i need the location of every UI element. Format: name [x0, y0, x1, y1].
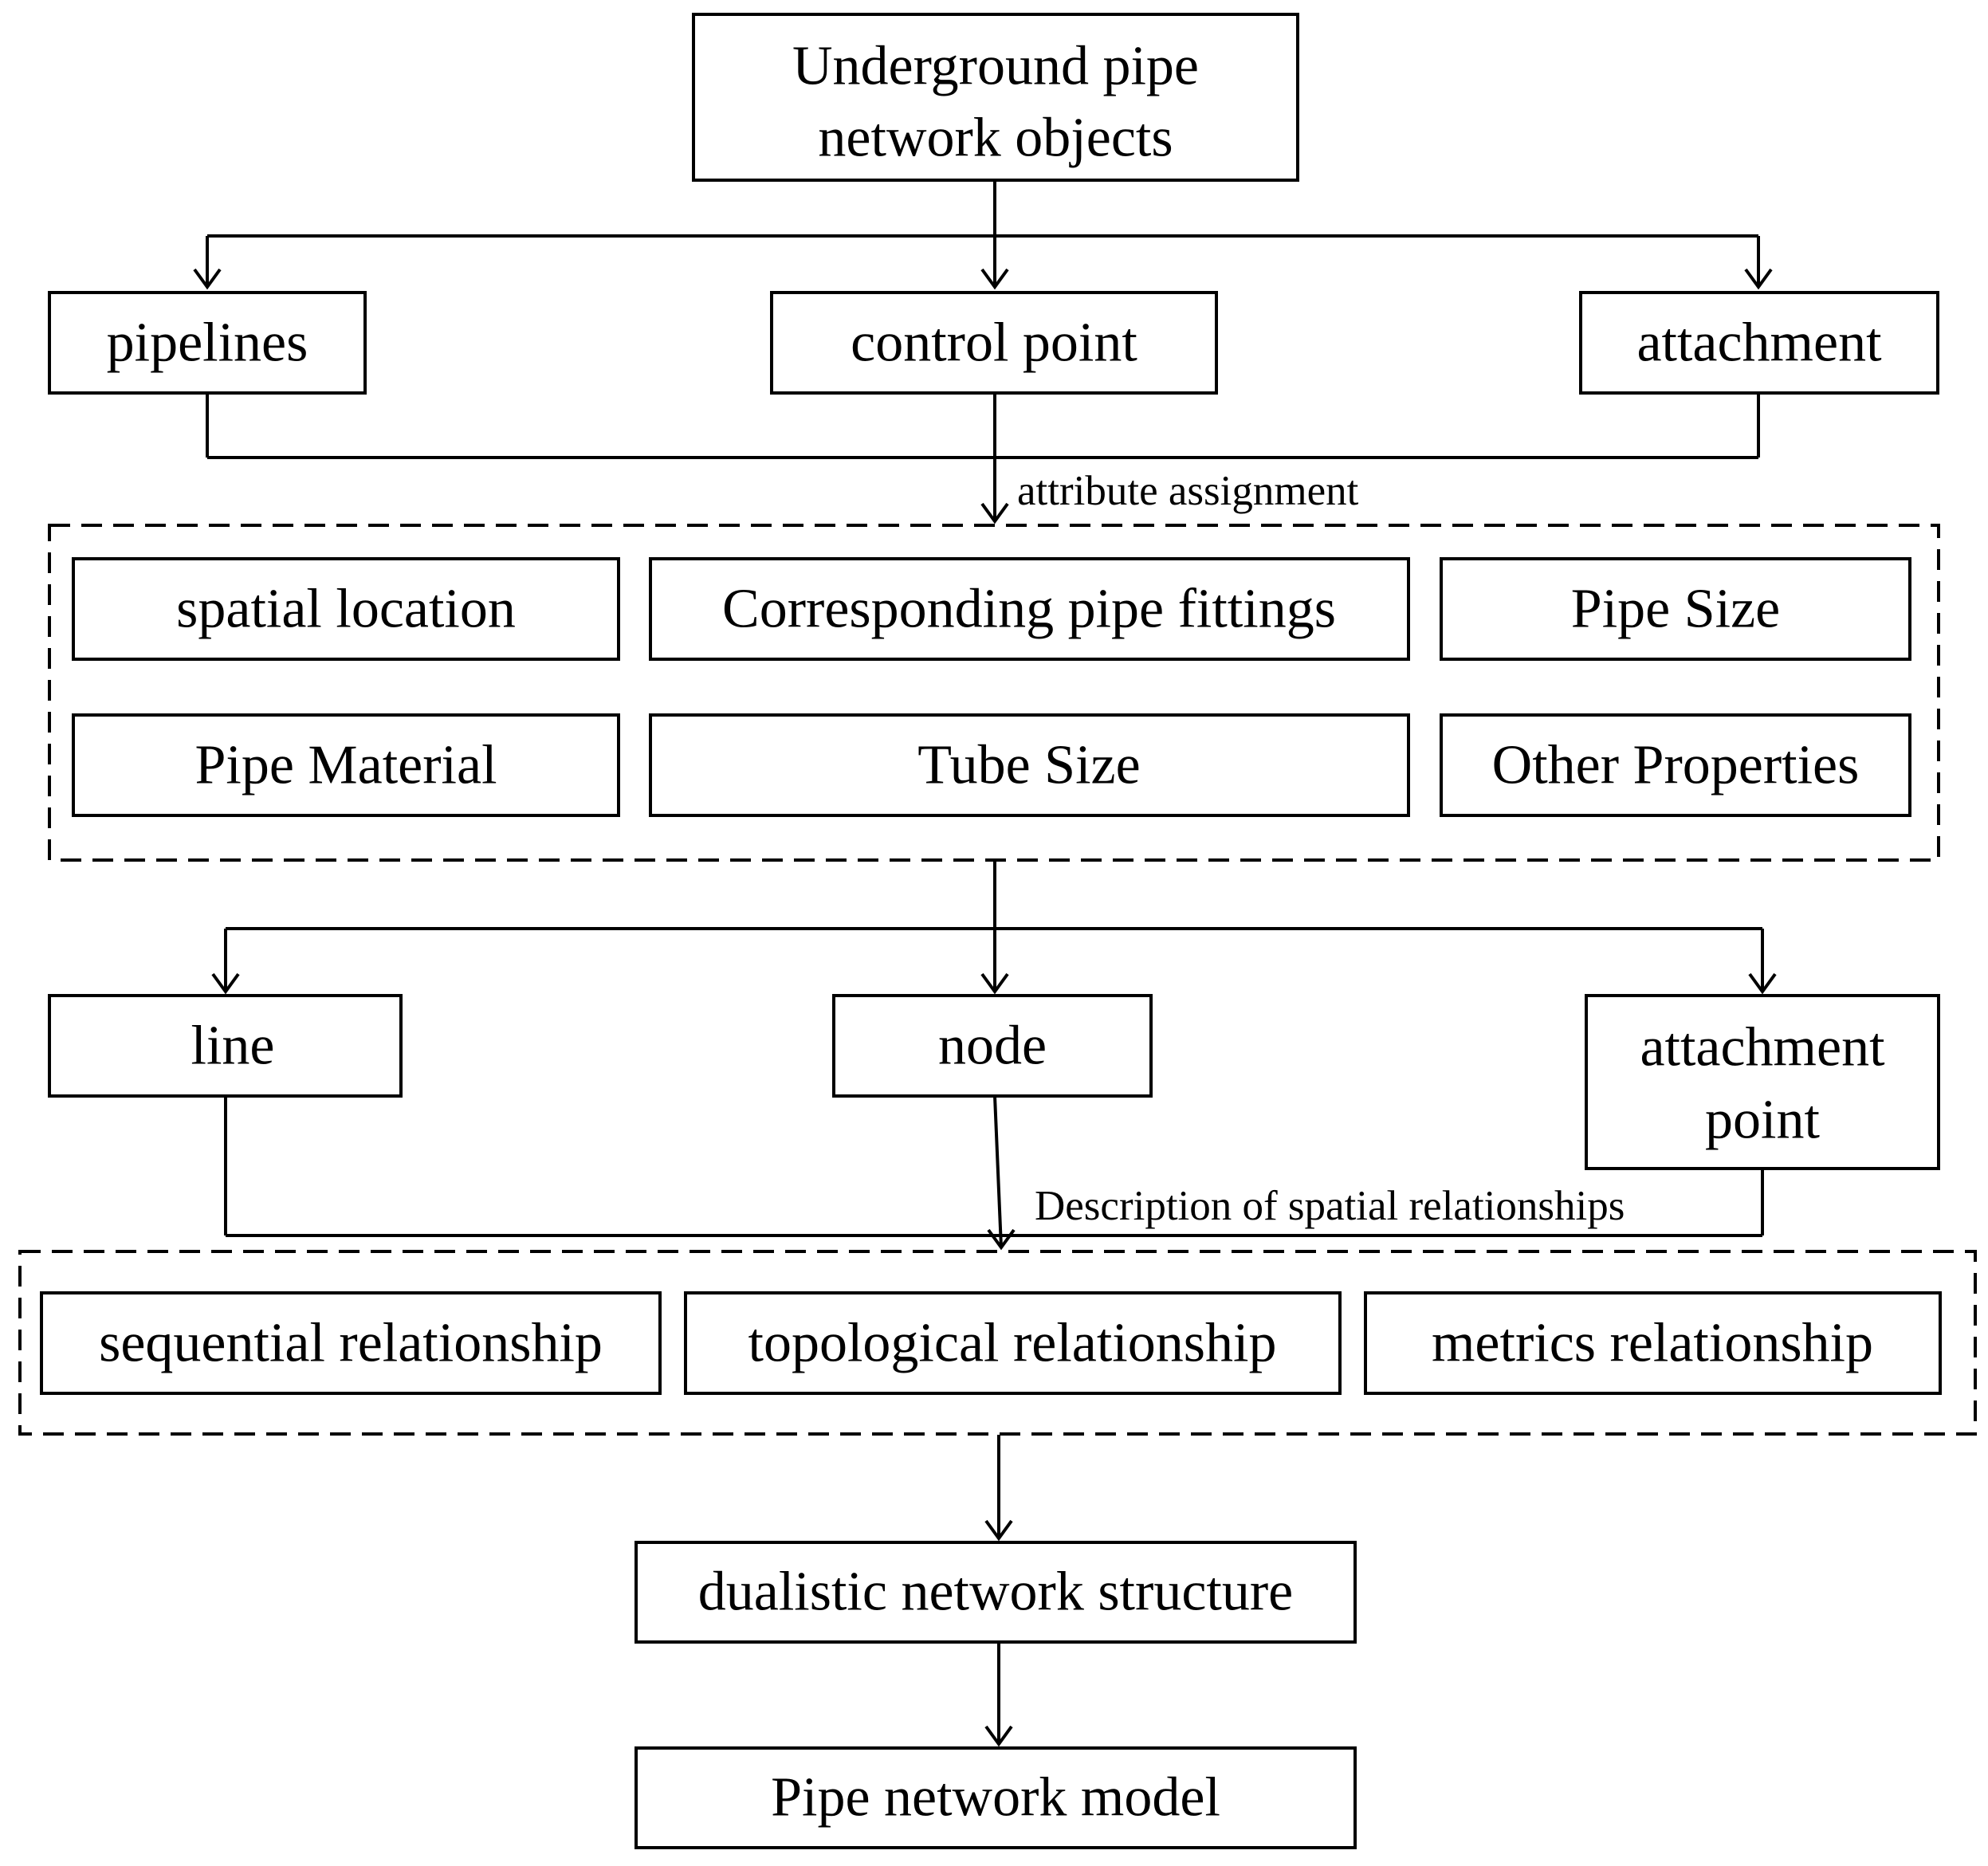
node-line: line — [48, 994, 403, 1098]
edge-label-spatial-relationships: Description of spatial relationships — [1035, 1183, 1625, 1229]
node-spatial-location-label: spatial location — [176, 579, 516, 640]
node-sequential-relationship: sequential relationship — [40, 1291, 662, 1395]
connectors — [193, 182, 1777, 1747]
arrowhead-line — [211, 972, 240, 995]
node-other-properties-label: Other Properties — [1492, 735, 1860, 796]
node-node-label: node — [938, 1015, 1047, 1077]
node-pipe-size: Pipe Size — [1440, 557, 1911, 661]
node-dualistic-network-structure-label: dualistic network structure — [698, 1562, 1293, 1623]
node-attachment-point-line-1: attachment — [1640, 1017, 1885, 1078]
arrowhead-relationship-group — [987, 1228, 1016, 1251]
node-topological-relationship-label: topological relationship — [748, 1313, 1277, 1374]
node-attachment: attachment — [1579, 291, 1939, 395]
node-spatial-location: spatial location — [72, 557, 620, 661]
node-other-properties: Other Properties — [1440, 713, 1911, 817]
arrowhead-pipelines — [193, 268, 222, 290]
node-tube-size-label: Tube Size — [917, 735, 1140, 796]
node-pipe-network-model-label: Pipe network model — [771, 1767, 1220, 1829]
node-title-line-2: network objects — [818, 108, 1173, 169]
arrowhead-attachment — [1744, 268, 1773, 290]
arrowhead-node — [980, 972, 1009, 995]
connector-node-down — [993, 1095, 1003, 1248]
edge-label-attribute-assignment: attribute assignment — [1017, 468, 1359, 514]
node-pipelines: pipelines — [48, 291, 367, 395]
node-line-label: line — [191, 1015, 275, 1077]
node-dualistic-network-structure: dualistic network structure — [635, 1541, 1357, 1644]
node-pipe-fittings: Corresponding pipe fittings — [649, 557, 1410, 661]
arrowhead-structure — [984, 1519, 1013, 1542]
arrowhead-control-point — [980, 268, 1009, 290]
node-attachment-label: attachment — [1636, 312, 1882, 374]
node-metrics-relationship-label: metrics relationship — [1432, 1313, 1873, 1374]
node-control-point: control point — [770, 291, 1218, 395]
relationship-group — [18, 1250, 1977, 1436]
arrowhead-model — [984, 1725, 1013, 1747]
node-control-point-label: control point — [851, 312, 1137, 374]
node-sequential-relationship-label: sequential relationship — [99, 1313, 603, 1374]
attribute-group — [48, 524, 1940, 862]
node-title-line-1: Underground pipe — [792, 36, 1199, 97]
node-attachment-point: attachment point — [1585, 994, 1940, 1170]
node-underground-pipe-network-objects: Underground pipe network objects — [692, 13, 1299, 182]
node-pipe-size-label: Pipe Size — [1571, 579, 1780, 640]
node-pipe-network-model: Pipe network model — [635, 1746, 1357, 1849]
node-pipe-fittings-label: Corresponding pipe fittings — [722, 579, 1336, 640]
arrowhead-attribute-group — [980, 502, 1009, 524]
node-attachment-point-line-2: point — [1705, 1090, 1820, 1151]
node-node: node — [832, 994, 1153, 1098]
node-pipe-material-label: Pipe Material — [194, 735, 497, 796]
node-metrics-relationship: metrics relationship — [1364, 1291, 1942, 1395]
node-pipe-material: Pipe Material — [72, 713, 620, 817]
node-tube-size: Tube Size — [649, 713, 1410, 817]
node-topological-relationship: topological relationship — [684, 1291, 1342, 1395]
node-pipelines-label: pipelines — [107, 312, 308, 374]
arrowhead-attachment-point — [1748, 972, 1777, 995]
